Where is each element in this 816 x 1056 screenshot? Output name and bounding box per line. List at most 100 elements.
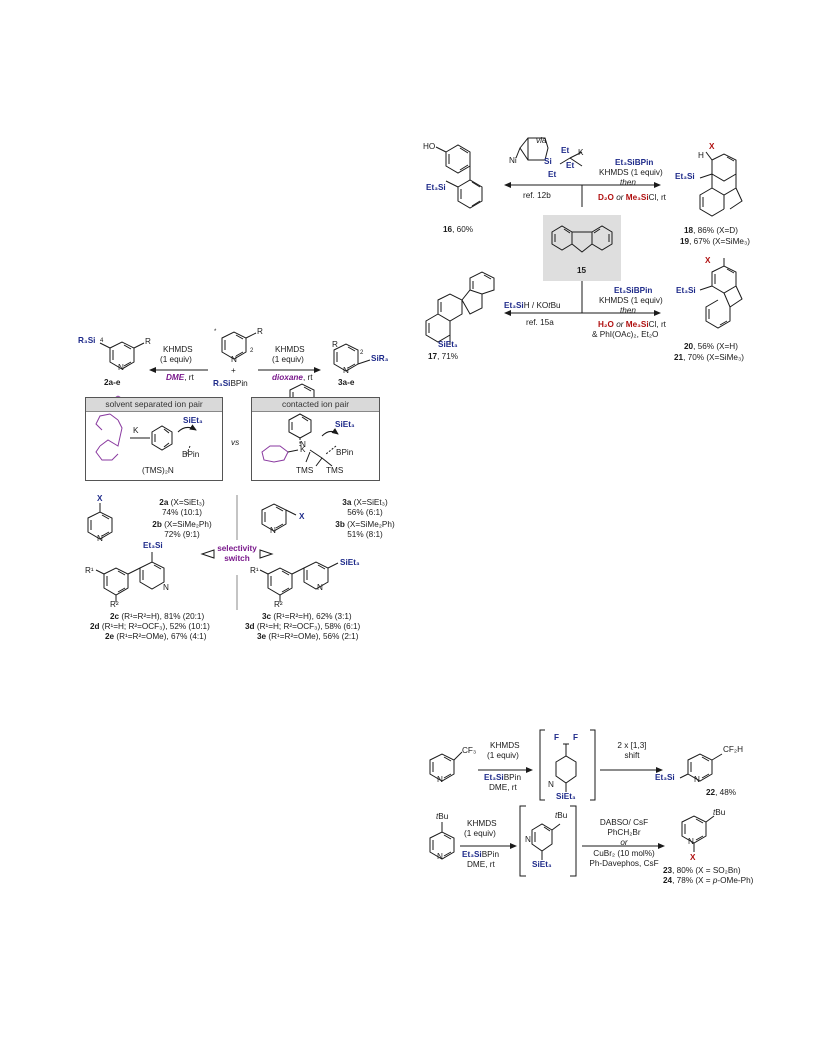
ni-label: Ni: [509, 156, 517, 165]
et3si-label-18: Et₃Si: [675, 172, 695, 181]
compound-15-label: 15: [577, 266, 587, 275]
compound-3e-label: 3e (R¹=R²=OMe), 56% (2:1): [257, 632, 359, 641]
reagent-top-2: KHMDS (1 equiv): [599, 168, 663, 177]
davephos-label: Ph-Davephos, CsF: [589, 859, 659, 868]
khmds-right: KHMDS: [275, 345, 305, 354]
equiv-left: (1 equiv): [160, 355, 192, 364]
compound-3a-label: 3a (X=SiEt₃): [342, 498, 388, 507]
et-label-2: Et: [566, 161, 575, 170]
et3si-label-16: Et₃Si: [426, 183, 446, 192]
switch-label: switch: [224, 554, 250, 563]
siet3-label-box1: SiEt₃: [183, 416, 203, 425]
compound-3a-yield: 56% (6:1): [347, 508, 383, 517]
x-label-18: X: [709, 142, 715, 151]
compound-3b-yield: 51% (8:1): [347, 530, 383, 539]
or-label: or: [620, 838, 628, 847]
box-solvent-separated-title: solvent separated ion pair: [86, 398, 222, 412]
sir3-label: SiR₃: [371, 354, 389, 363]
pyridine-3ae-drawing: [333, 343, 371, 372]
num2-label-start: 2: [250, 348, 254, 354]
compound-2b-yield: 72% (9:1): [164, 530, 200, 539]
si-label: Si: [544, 157, 552, 166]
tbu-label-1: tBu: [436, 812, 449, 821]
x-label-23: X: [690, 853, 696, 862]
n-label-3c: N: [317, 583, 323, 592]
reagent-top-4: D₂O or Me₃SiCl, rt: [598, 193, 666, 202]
reagent-br-4: H₂O or Me₃SiCl, rt: [598, 320, 666, 329]
num2-label-3: 2: [360, 350, 364, 356]
r2-label-2c: R²: [110, 600, 119, 609]
reagent-br-then: then: [620, 306, 636, 315]
r-label-start: R: [257, 327, 263, 336]
compound-3b-label: 3b (X=SiMe₂Ph): [335, 520, 395, 529]
pyridine-4x-drawing: [87, 503, 113, 540]
compound-21-label: 21, 70% (X=SiMe₃): [674, 353, 745, 362]
via-label: via: [536, 136, 547, 145]
n-label-3: N: [343, 366, 349, 375]
n-label-2c: N: [163, 583, 169, 592]
compound-3ae-label: 3a-e: [338, 378, 355, 387]
r1-label-2c: R¹: [85, 566, 94, 575]
reagent-b1: Et₃SiBPin: [484, 773, 522, 782]
compound-2ae-label: 2a-e: [104, 378, 121, 387]
compound-16-drawing: [435, 144, 483, 209]
compound-3d-label: 3d (R¹=H; R²=OCF₃), 58% (6:1): [245, 622, 361, 631]
pyridine-tbu-drawing: [429, 822, 455, 860]
compound-23-label: 23, 80% (X = SO₂Bn): [663, 866, 741, 875]
khmds-left: KHMDS: [163, 345, 193, 354]
siet3-label-int1: SiEt₃: [556, 792, 576, 801]
compound-20-label: 20, 56% (X=H): [684, 342, 738, 351]
phch2br-label: PhCH₂Br: [607, 828, 641, 837]
pyridine-start-drawing: [221, 331, 257, 360]
compound-2b-label: 2b (X=SiMe₂Ph): [152, 520, 212, 529]
dabso-label: DABSO/ CsF: [599, 818, 649, 827]
n-label-int2: N: [525, 835, 531, 844]
plus-label: +: [231, 366, 236, 375]
shift-label-1: 2 x [1,3]: [617, 741, 647, 750]
k-label-box1: K: [133, 426, 139, 435]
tbu-label-3: tBu: [713, 808, 726, 817]
ref-15a: ref. 15a: [526, 318, 554, 327]
siet3-label-17: SiEt₃: [438, 340, 458, 349]
n-label-4: N: [97, 534, 103, 543]
k-label: K: [578, 148, 584, 157]
siet3-label-3c: SiEt₃: [340, 558, 360, 567]
compound-2c-label: 2c (R¹=R²=H), 81% (20:1): [110, 612, 205, 621]
r2-label-3c: R²: [274, 600, 283, 609]
pyridine-cf3-drawing: [429, 751, 463, 782]
n-label-cf3: N: [437, 775, 443, 784]
equiv-b1: (1 equiv): [487, 751, 519, 760]
ref-12b: ref. 12b: [523, 191, 551, 200]
intermediate-difluoro-drawing: [555, 743, 577, 792]
solvent-left: DME, rt: [166, 373, 194, 382]
et3si-label-2c: Et₃Si: [143, 541, 163, 550]
n-label-start: N: [231, 355, 237, 364]
equiv-b2: (1 equiv): [464, 829, 496, 838]
dme-b2: DME, rt: [467, 860, 495, 869]
box-solvent-separated: solvent separated ion pair: [85, 397, 223, 481]
intermediate-tbu-drawing: [531, 823, 561, 860]
reagent-b2: Et₃SiBPin: [462, 850, 500, 859]
compound-19-label: 19, 67% (X=SiMe₃): [680, 237, 751, 246]
f-label-1: F: [554, 733, 560, 742]
ho-label: HO: [423, 142, 436, 151]
r1-label-3c: R¹: [250, 566, 259, 575]
n-label-22: N: [694, 775, 700, 784]
reagent-br-1: Et₃SiBPin: [614, 286, 653, 295]
reagent-br-2: KHMDS (1 equiv): [599, 296, 663, 305]
biaryl-3ce-drawing: [259, 561, 339, 602]
khmds-b1: KHMDS: [490, 741, 520, 750]
n-label-2x: N: [270, 526, 276, 535]
et-label-3: Et: [548, 170, 557, 179]
compound-22-label: 22, 48%: [706, 788, 737, 797]
compound-16-label: 16, 60%: [443, 225, 474, 234]
compound-2e-label: 2e (R¹=R²=OMe), 67% (4:1): [105, 632, 207, 641]
product-22-drawing: [679, 753, 723, 782]
compound-17-drawing: [425, 271, 495, 345]
biaryl-2ce-drawing: [95, 552, 165, 602]
n-label-2: N: [118, 363, 124, 372]
h-label-18: H: [698, 151, 704, 160]
r3sibpin-label: R₃SiBPin: [213, 379, 248, 388]
reagent-top-then: then: [620, 178, 636, 187]
